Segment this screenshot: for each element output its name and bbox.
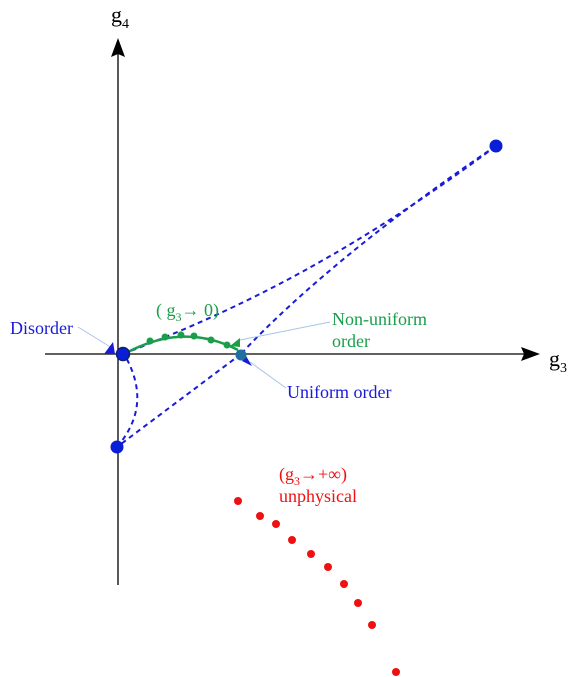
green-arrowhead: [230, 338, 240, 347]
red-dot: [256, 512, 264, 520]
green-flow-dot: [190, 332, 198, 340]
flow-uniform-to-lower-point: [116, 353, 242, 448]
red-dot: [354, 599, 362, 607]
disorder-arrowhead: [104, 342, 115, 354]
red-dot: [234, 497, 242, 505]
uniform-order-fixed-point: [235, 349, 247, 361]
flow-far-point-to-uniform: [240, 145, 497, 355]
y-axis-label: g4: [111, 2, 129, 32]
green-flow-dot: [161, 333, 169, 341]
green-flow-dot: [207, 336, 215, 344]
far-fixed-point: [489, 139, 503, 153]
red-dot: [307, 550, 315, 558]
leader-lines: [77, 321, 331, 389]
red-dot: [368, 621, 376, 629]
disorder-label: Disorder: [10, 318, 73, 338]
red-dot: [340, 580, 348, 588]
unphysical-label: unphysical: [279, 486, 357, 506]
y-axis-arrowhead: [111, 38, 125, 57]
non-uniform-order-label-line2: order: [332, 331, 370, 351]
unphysical-flow: [234, 497, 400, 676]
x-axis-arrowhead: [521, 347, 540, 361]
fixed-points: [110, 139, 503, 454]
green-flow-dot: [146, 337, 154, 345]
leader-disorder: [77, 326, 113, 349]
leader-uniform: [249, 361, 287, 389]
g3-to-zero-label: ( g3→ 0): [156, 300, 219, 324]
red-dot: [324, 563, 332, 571]
green-flow-curve: [123, 335, 239, 356]
g3-to-infinity-label: (g3→+∞): [279, 464, 347, 488]
green-flow-dot: [177, 331, 185, 339]
red-dot: [272, 520, 280, 528]
x-axis-label: g3: [549, 346, 567, 376]
leader-non-uniform: [239, 321, 331, 341]
uniform-order-label: Uniform order: [287, 382, 391, 402]
green-flow-dot: [223, 341, 231, 349]
axes: g3 g4: [45, 2, 567, 585]
disorder-fixed-point: [115, 346, 131, 362]
flow-lower-point-to-disorder: [116, 353, 139, 448]
red-dot: [288, 536, 296, 544]
non-uniform-flow: [123, 331, 240, 356]
lower-fixed-point: [110, 440, 124, 454]
non-uniform-order-label-line1: Non-uniform: [332, 309, 427, 329]
red-dot: [392, 668, 400, 676]
